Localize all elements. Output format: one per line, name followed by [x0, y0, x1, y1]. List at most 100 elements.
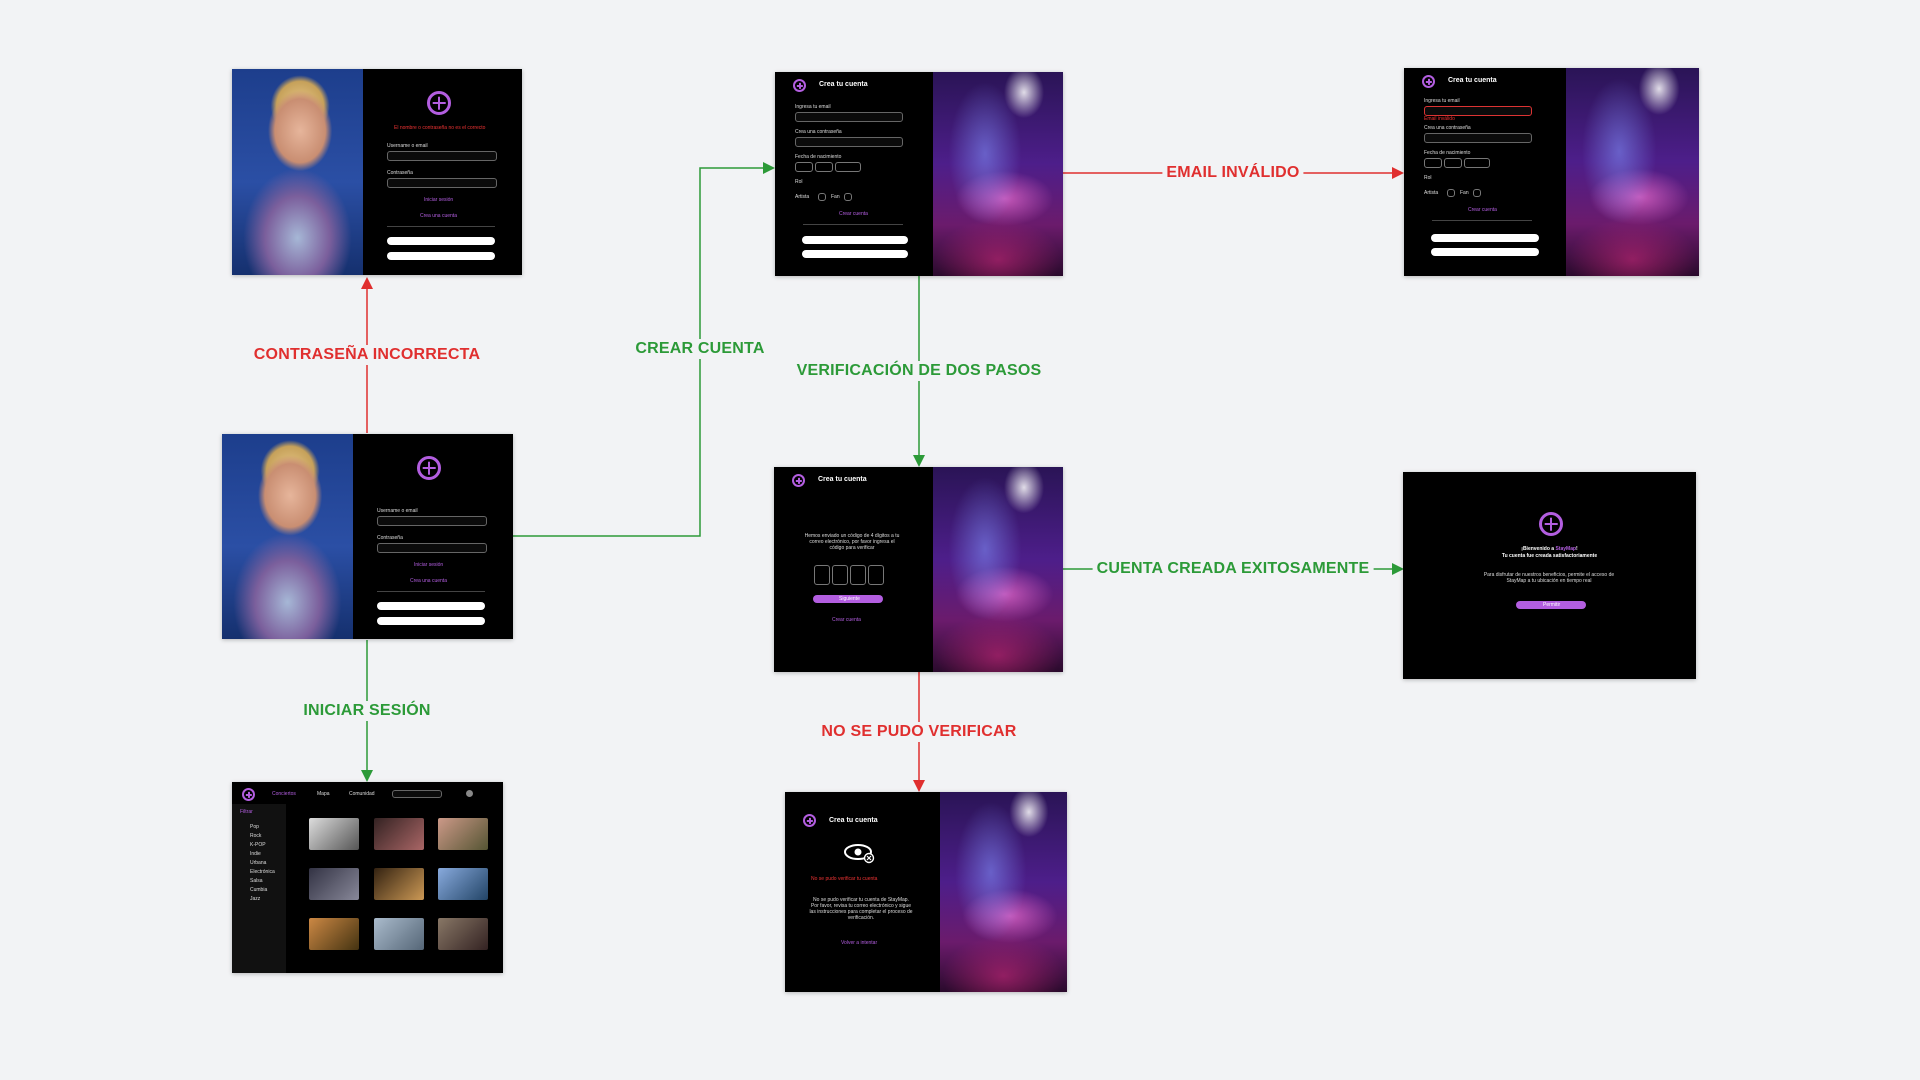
facebook-signup-button[interactable] — [802, 250, 908, 258]
password-input[interactable] — [387, 178, 497, 188]
verify-message: Hemos enviado un código de 4 dígitos a t… — [804, 533, 900, 551]
success-subtitle: Tu cuenta fue creada satisfactoriamente — [1501, 553, 1598, 559]
fail-body: No se pudo verificar tu cuenta de StayMa… — [809, 897, 913, 921]
genre-rock[interactable]: Rock — [250, 833, 262, 839]
birth-year-input[interactable] — [1464, 158, 1490, 168]
genre-indie[interactable]: Indie — [250, 851, 261, 857]
login-link[interactable]: Iniciar sesión — [424, 197, 454, 203]
concert-thumbnail[interactable] — [309, 868, 359, 900]
code-digit-2[interactable] — [832, 565, 848, 585]
login-link[interactable]: Iniciar sesión — [414, 562, 444, 568]
username-input[interactable] — [377, 516, 487, 526]
concert-photo — [933, 72, 1063, 276]
code-digit-4[interactable] — [868, 565, 884, 585]
concert-thumbnail[interactable] — [309, 818, 359, 850]
code-digit-3[interactable] — [850, 565, 866, 585]
email-input[interactable] — [1424, 106, 1532, 116]
role-artist-option[interactable]: Artista — [1424, 190, 1439, 196]
create-account-link[interactable]: Crear cuenta — [832, 617, 861, 623]
password-label: Crea una contraseña — [1424, 125, 1471, 131]
logo-icon — [417, 456, 441, 480]
concert-thumbnail[interactable] — [374, 918, 424, 950]
concert-thumbnail[interactable] — [374, 868, 424, 900]
genre-electronica[interactable]: Electrónica — [250, 869, 275, 875]
password-label: Contraseña — [387, 170, 413, 176]
artist-checkbox[interactable] — [1447, 189, 1455, 197]
screen-signup: Crea tu cuenta Ingresa tu email Crea una… — [775, 72, 1063, 276]
password-input[interactable] — [377, 543, 487, 553]
create-account-link[interactable]: Crear cuenta — [839, 211, 868, 217]
nav-conciertos[interactable]: Conciertos — [272, 791, 296, 797]
filter-sidebar: Filtrar Pop Rock K-POP Indie Urbana Elec… — [232, 804, 286, 973]
google-signup-button[interactable] — [1431, 234, 1539, 242]
filter-title: Filtrar — [240, 809, 253, 815]
genre-salsa[interactable]: Salsa — [250, 878, 263, 884]
error-message: El nombre o contraseña no es el correcto — [394, 125, 486, 131]
birth-month-input[interactable] — [815, 162, 833, 172]
genre-jazz[interactable]: Jazz — [250, 896, 261, 902]
role-fan-option[interactable]: Fan — [1460, 190, 1469, 196]
create-account-link[interactable]: Crea una cuenta — [410, 578, 447, 584]
code-digit-1[interactable] — [814, 565, 830, 585]
fan-checkbox[interactable] — [844, 193, 852, 201]
search-input[interactable] — [392, 790, 442, 798]
role-artist-option[interactable]: Artista — [795, 194, 810, 200]
home-navbar: Conciertos Mapa Comunidad — [232, 782, 503, 804]
birthdate-label: Fecha de nacimiento — [1424, 150, 1471, 156]
password-input[interactable] — [1424, 133, 1532, 143]
welcome-heading: ¡Bienvenido a StayMap! — [1403, 546, 1696, 552]
concert-thumbnail[interactable] — [438, 868, 488, 900]
label-email-invalido: EMAIL INVÁLIDO — [1162, 163, 1304, 183]
screen-login-error: El nombre o contraseña no es el correcto… — [232, 69, 522, 275]
allow-button[interactable]: Permitir — [1516, 601, 1586, 609]
birth-day-input[interactable] — [1424, 158, 1442, 168]
retry-link[interactable]: Volver a intentar — [841, 940, 878, 946]
fail-title: Crea tu cuenta — [829, 817, 878, 824]
artist-photo — [222, 434, 353, 639]
fan-checkbox[interactable] — [1473, 189, 1481, 197]
divider — [377, 591, 485, 592]
create-account-link[interactable]: Crear cuenta — [1468, 207, 1497, 213]
divider — [803, 224, 903, 225]
birth-month-input[interactable] — [1444, 158, 1462, 168]
logo-icon — [803, 814, 816, 827]
facebook-signup-button[interactable] — [1431, 248, 1539, 256]
screen-verify: Crea tu cuenta Hemos enviado un código d… — [774, 467, 1063, 672]
username-input[interactable] — [387, 151, 497, 161]
concert-thumbnail[interactable] — [374, 818, 424, 850]
signup-title: Crea tu cuenta — [1448, 77, 1497, 84]
facebook-login-button[interactable] — [387, 252, 495, 260]
logo-icon — [242, 788, 255, 801]
role-label: Rol — [1424, 175, 1432, 181]
nav-comunidad[interactable]: Comunidad — [349, 791, 375, 797]
email-label: Ingresa tu email — [1424, 98, 1460, 104]
screen-login: Username o email Contraseña Iniciar sesi… — [222, 434, 513, 639]
genre-kpop[interactable]: K-POP — [250, 842, 266, 848]
google-login-button[interactable] — [387, 237, 495, 245]
fail-error: No se pudo verificar tu cuenta — [811, 876, 878, 882]
verify-title: Crea tu cuenta — [818, 476, 867, 483]
label-no-se-pudo-verificar: NO SE PUDO VERIFICAR — [817, 722, 1021, 742]
genre-urbana[interactable]: Urbana — [250, 860, 267, 866]
welcome-suffix: ! — [1576, 546, 1578, 552]
birth-day-input[interactable] — [795, 162, 813, 172]
email-input[interactable] — [795, 112, 903, 122]
artist-checkbox[interactable] — [818, 193, 826, 201]
password-input[interactable] — [795, 137, 903, 147]
label-contrasena-incorrecta: CONTRASEÑA INCORRECTA — [249, 345, 485, 365]
google-login-button[interactable] — [377, 602, 485, 610]
next-button[interactable]: Siguiente — [813, 595, 883, 603]
logo-icon — [427, 91, 451, 115]
create-account-link[interactable]: Crea una cuenta — [420, 213, 457, 219]
genre-pop[interactable]: Pop — [250, 824, 259, 830]
role-fan-option[interactable]: Fan — [831, 194, 840, 200]
concert-thumbnail[interactable] — [309, 918, 359, 950]
concert-thumbnail[interactable] — [438, 818, 488, 850]
genre-cumbia[interactable]: Cumbia — [250, 887, 268, 893]
nav-mapa[interactable]: Mapa — [317, 791, 330, 797]
birth-year-input[interactable] — [835, 162, 861, 172]
concert-thumbnail[interactable] — [438, 918, 488, 950]
google-signup-button[interactable] — [802, 236, 908, 244]
facebook-login-button[interactable] — [377, 617, 485, 625]
avatar[interactable] — [466, 790, 473, 797]
